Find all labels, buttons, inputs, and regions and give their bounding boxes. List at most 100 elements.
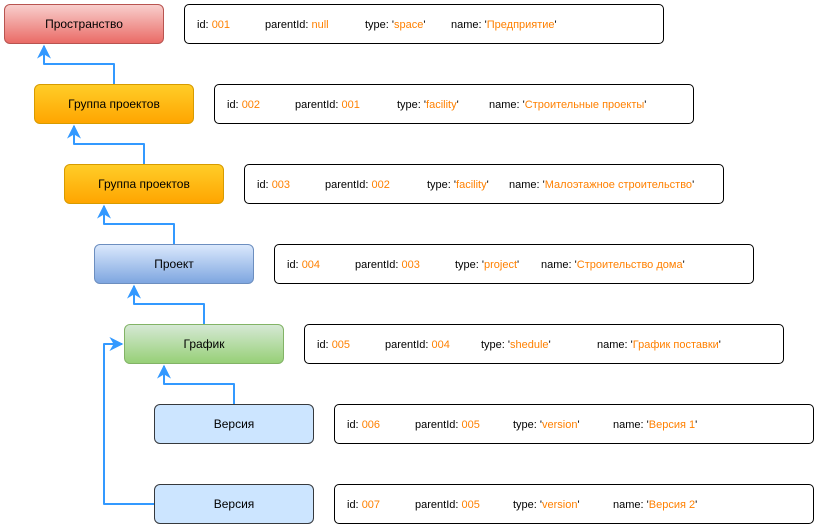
parent-field: parentId: 005 [415, 418, 480, 432]
parent-field: parentId: 001 [295, 98, 360, 112]
name-label: name: [451, 19, 485, 31]
id-field: id: 003 [257, 178, 290, 192]
type-label: type: [481, 339, 508, 351]
edge-version2-to-schedule [103, 337, 154, 505]
type-value: version [542, 419, 578, 431]
name-label: name: [509, 179, 543, 191]
node-space[interactable]: Пространство [4, 4, 164, 44]
record-card-006: id: 006 parentId: 005 type: 'version' na… [334, 404, 814, 444]
type-field: type: 'facility' [427, 179, 489, 191]
id-label: id: [227, 99, 242, 111]
node-facility-1[interactable]: Группа проектов [34, 84, 194, 124]
type-field: type: 'version' [513, 419, 580, 431]
parent-field: parentId: null [265, 18, 329, 32]
parent-label: parentId: [265, 19, 312, 31]
parent-value: 004 [431, 339, 450, 351]
node-label: Группа проектов [68, 97, 160, 111]
node-facility-2[interactable]: Группа проектов [64, 164, 224, 204]
parent-value: 003 [401, 259, 420, 271]
name-value: Версия 2 [648, 499, 696, 511]
type-value: project [484, 259, 518, 271]
parent-label: parentId: [415, 419, 462, 431]
parent-value: 005 [461, 419, 480, 431]
id-field: id: 001 [197, 18, 230, 32]
name-value: Строительство дома [576, 259, 683, 271]
edge-version1-to-schedule [157, 364, 235, 404]
id-value: 007 [361, 499, 381, 511]
parent-label: parentId: [295, 99, 342, 111]
id-value: 003 [271, 179, 291, 191]
node-label: Пространство [45, 17, 123, 31]
id-label: id: [347, 419, 362, 431]
name-label: name: [613, 499, 647, 511]
id-field: id: 007 [347, 498, 380, 512]
type-value: shedule [510, 339, 549, 351]
type-label: type: [397, 99, 424, 111]
parent-label: parentId: [385, 339, 432, 351]
id-field: id: 002 [227, 98, 260, 112]
parent-field: parentId: 002 [325, 178, 390, 192]
type-field: type: 'version' [513, 499, 580, 511]
parent-value: 002 [371, 179, 390, 191]
id-label: id: [347, 499, 362, 511]
name-value: Строительные проекты [524, 99, 645, 111]
type-label: type: [455, 259, 482, 271]
type-value: space [394, 19, 424, 31]
name-field: name: 'Малоэтажное строительство' [509, 179, 695, 191]
type-label: type: [365, 19, 392, 31]
name-value: Версия 1 [648, 419, 696, 431]
name-value: Предприятие [486, 19, 555, 31]
type-label: type: [513, 419, 540, 431]
type-field: type: 'project' [455, 259, 520, 271]
parent-value: 005 [461, 499, 480, 511]
record-card-003: id: 003 parentId: 002 type: 'facility' n… [244, 164, 724, 204]
edge-facility2-to-facility1 [67, 124, 145, 164]
node-schedule[interactable]: График [124, 324, 284, 364]
parent-field: parentId: 005 [415, 498, 480, 512]
edge-facility1-to-space [37, 44, 115, 84]
id-label: id: [197, 19, 212, 31]
name-field: name: 'Предприятие' [451, 19, 557, 31]
type-label: type: [427, 179, 454, 191]
edge-schedule-to-project [127, 284, 205, 324]
type-field: type: 'facility' [397, 99, 459, 111]
id-value: 002 [241, 99, 261, 111]
parent-label: parentId: [355, 259, 402, 271]
type-field: type: 'space' [365, 19, 426, 31]
id-label: id: [317, 339, 332, 351]
name-value: График поставки [632, 339, 719, 351]
name-label: name: [541, 259, 575, 271]
id-label: id: [257, 179, 272, 191]
id-value: 005 [331, 339, 351, 351]
name-value: Малоэтажное строительство [544, 179, 693, 191]
node-label: Проект [154, 257, 194, 271]
id-field: id: 004 [287, 258, 320, 272]
name-field: name: 'Строительство дома' [541, 259, 685, 271]
record-card-007: id: 007 parentId: 005 type: 'version' na… [334, 484, 814, 524]
parent-value: 001 [341, 99, 360, 111]
parent-field: parentId: 004 [385, 338, 450, 352]
node-project[interactable]: Проект [94, 244, 254, 284]
parent-label: parentId: [325, 179, 372, 191]
parent-field: parentId: 003 [355, 258, 420, 272]
node-label: Версия [213, 497, 255, 511]
node-label: График [183, 337, 225, 351]
id-field: id: 005 [317, 338, 350, 352]
name-label: name: [597, 339, 631, 351]
name-field: name: 'Версия 2' [613, 499, 698, 511]
id-value: 004 [301, 259, 321, 271]
type-field: type: 'shedule' [481, 339, 551, 351]
type-label: type: [513, 499, 540, 511]
id-field: id: 006 [347, 418, 380, 432]
record-card-004: id: 004 parentId: 003 type: 'project' na… [274, 244, 754, 284]
parent-label: parentId: [415, 499, 462, 511]
id-value: 006 [361, 419, 381, 431]
type-value: facility [456, 179, 487, 191]
node-label: Группа проектов [98, 177, 190, 191]
node-version-1[interactable]: Версия [154, 404, 314, 444]
node-version-2[interactable]: Версия [154, 484, 314, 524]
record-card-005: id: 005 parentId: 004 type: 'shedule' na… [304, 324, 784, 364]
record-card-001: id: 001 parentId: null type: 'space' nam… [184, 4, 664, 44]
node-label: Версия [213, 417, 255, 431]
